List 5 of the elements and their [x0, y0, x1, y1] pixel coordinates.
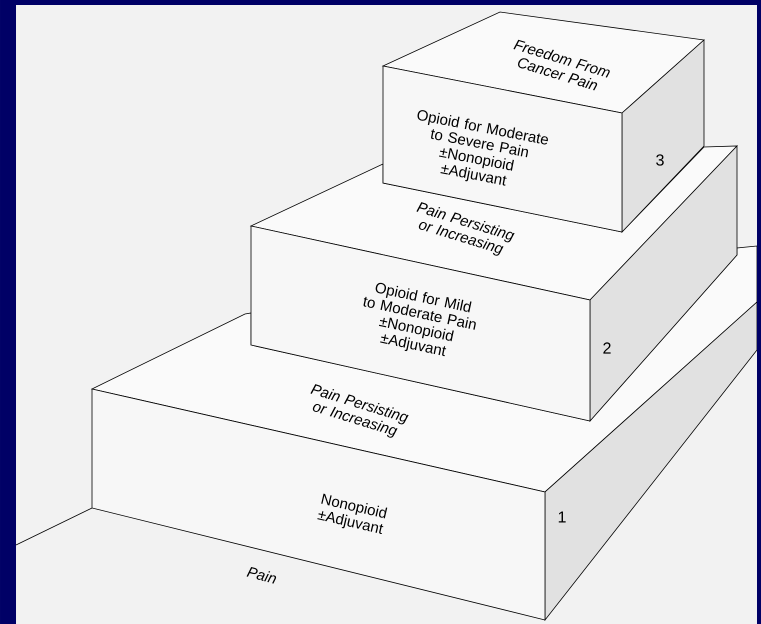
- node-label: Nonopioid ±Adjuvant: [317, 494, 388, 534]
- node-label: 3: [656, 154, 664, 166]
- node-label: 2: [603, 342, 611, 354]
- node-label: 1: [558, 511, 566, 522]
- step-label: Pain: [246, 566, 276, 584]
